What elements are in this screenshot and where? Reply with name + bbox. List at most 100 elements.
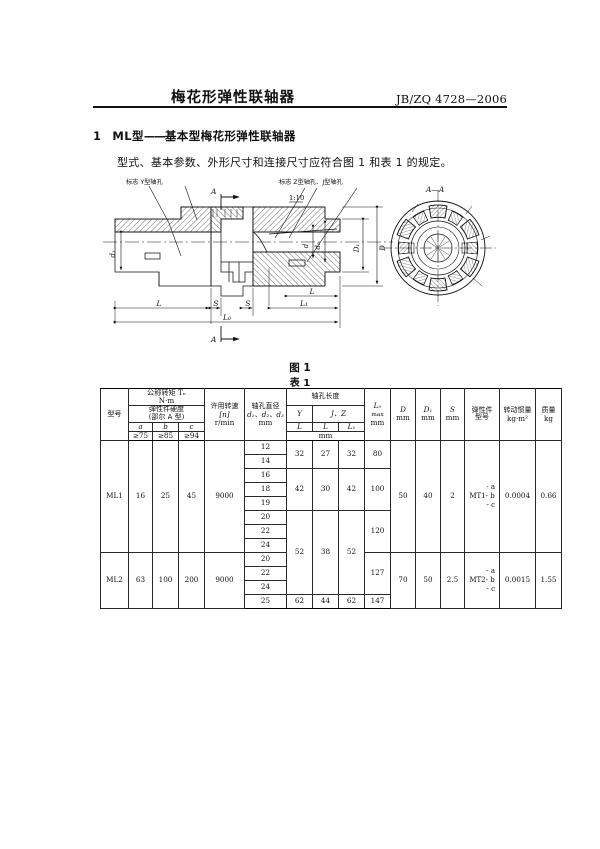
cell-torque-c: 200: [178, 551, 205, 609]
cell-bore: 24: [244, 579, 287, 595]
table-caption: 表 1: [289, 378, 311, 389]
label-d1: d₁: [109, 250, 117, 257]
th-hardness-val-a: ≥75: [128, 430, 153, 441]
cell-L0: 80: [364, 439, 391, 469]
th-S-unit: mm: [445, 413, 460, 423]
th-bore-unit: mm: [258, 417, 273, 427]
th-hardness-val-b: ≥85: [152, 430, 179, 441]
th-L1: L₁: [338, 421, 365, 432]
cell-L-y: 32: [286, 439, 313, 469]
cell-L0: 120: [364, 509, 391, 553]
th-hardness-sub: (邵尔 A 型): [148, 412, 185, 421]
cell-L-jz: 30: [312, 467, 339, 511]
th-L0-unit: mm: [370, 417, 385, 427]
th-inertia-unit: kg·m²: [507, 413, 528, 423]
cell-bore: 14: [244, 453, 287, 469]
th-torque-group: 公称转矩 Tₙ N·m: [128, 387, 205, 407]
cell-bore: 20: [244, 509, 287, 525]
label-L-right: L: [309, 287, 315, 296]
label-taper-ratio: 1:10: [289, 194, 304, 202]
cell-bore: 12: [244, 439, 287, 455]
figure-1: 标志 Y型轴孔 标志 Z型轴孔、J型轴孔 1:10 A A A—A d₁ d₂ …: [93, 176, 507, 374]
cell-D1: 40: [415, 439, 441, 553]
label-D: D: [379, 245, 387, 252]
cell-L1: 52: [338, 509, 365, 595]
th-D1: D₁ mm: [415, 388, 441, 441]
th-L-jz: L: [312, 421, 339, 432]
cell-bore: 25: [244, 593, 287, 609]
section-dash: ——: [143, 129, 166, 143]
th-D1-sym: D₁: [423, 405, 433, 415]
label-d: d: [302, 243, 310, 248]
label-L-left: L: [156, 299, 162, 308]
cell-inertia: 0.0015: [499, 551, 536, 609]
cell-L-jz: 27: [312, 439, 339, 469]
th-torque-title: 公称转矩 Tₙ: [147, 388, 186, 397]
label-S-left: S: [213, 299, 218, 308]
label-S-right: S: [245, 299, 250, 308]
section-title: 基本型梅花形弹性联轴器: [164, 129, 296, 143]
cell-torque-a: 63: [128, 551, 153, 609]
th-borelen-Y: Y: [286, 405, 313, 423]
elast-variant-b: - b: [485, 492, 495, 501]
th-bore-title: 轴孔直径: [251, 401, 280, 410]
cell-D: 50: [390, 439, 416, 553]
cell-model: ML1: [100, 439, 129, 553]
th-hardness-title: 弹性件硬度: [149, 405, 184, 414]
th-hardness-b: b: [152, 421, 179, 432]
th-L0-max: max: [371, 412, 384, 419]
th-speed-unit: r/min: [214, 417, 235, 427]
label-section-arrow-top: A: [210, 187, 217, 196]
th-elast-title: 弹性件: [471, 405, 493, 414]
th-D: D mm: [390, 388, 416, 441]
label-mark-y-bore: 标志 Y型轴孔: [126, 178, 163, 186]
th-S-sym: S: [450, 405, 455, 415]
cell-bore: 16: [244, 467, 287, 483]
cell-L-jz: 44: [312, 593, 339, 609]
cell-L1: 32: [338, 439, 365, 469]
cell-elastic-type: - a MT1- b - c: [464, 439, 500, 553]
header-rule: [93, 106, 507, 108]
cell-speed: 9000: [204, 551, 245, 609]
label-mark-zj-bore: 标志 Z型轴孔、J型轴孔: [279, 178, 343, 186]
th-hardness-c: c: [178, 421, 205, 432]
th-D-unit: mm: [396, 413, 410, 423]
standard-number: JB/ZQ 4728—2006: [395, 92, 507, 106]
cell-D: 70: [390, 551, 416, 609]
cell-L0: 147: [364, 593, 391, 609]
cell-S: 2.5: [440, 551, 465, 609]
cell-bore: 22: [244, 523, 287, 539]
th-D1-unit: mm: [421, 413, 435, 423]
cell-bore: 24: [244, 537, 287, 553]
document-header: 梅花形弹性联轴器 JB/ZQ 4728—2006: [93, 86, 507, 107]
cell-L1: 62: [338, 593, 365, 609]
th-borelen-group: 轴孔长度: [286, 387, 365, 407]
cell-torque-c: 45: [178, 439, 205, 553]
cell-L-y: 62: [286, 593, 313, 609]
specification-table: 型号 公称转矩 Tₙ N·m 许用转速 [n] r/min 轴孔直径 d₁、d₂…: [100, 387, 562, 609]
th-mass-unit: kg: [544, 413, 553, 423]
elast-variant-a: - a: [486, 483, 495, 492]
label-d2: d₂: [314, 242, 322, 249]
th-speed-symbol: [n]: [219, 409, 230, 419]
th-D-sym: D: [400, 405, 406, 415]
elast-base: MT2: [469, 576, 486, 585]
coupling-technical-drawing: 标志 Y型轴孔 标志 Z型轴孔、J型轴孔 1:10 A A A—A d₁ d₂ …: [103, 178, 496, 344]
cell-L1: 42: [338, 467, 365, 511]
section-body-text: 型式、基本参数、外形尺寸和连接尺寸应符合图 1 和表 1 的规定。: [117, 156, 452, 169]
page-title: 梅花形弹性联轴器: [171, 90, 295, 106]
cell-S: 2: [440, 439, 465, 553]
cell-mass: 1.55: [535, 551, 562, 609]
th-bore-symbol: d₁、d₂、d₃: [247, 409, 284, 419]
th-torque-unit: N·m: [158, 396, 175, 406]
elast-base: MT1: [469, 492, 486, 501]
th-borelen-unit: mm: [286, 430, 365, 441]
label-section-arrow-bottom: A: [210, 335, 217, 344]
elast-variant-c: - c: [486, 584, 495, 593]
cell-L-y: 42: [286, 467, 313, 511]
th-speed-title: 许用转速: [210, 401, 239, 410]
section-number: 1: [93, 129, 102, 143]
th-inertia-title: 转动惯量: [503, 406, 532, 414]
cell-bore: 19: [244, 495, 287, 511]
